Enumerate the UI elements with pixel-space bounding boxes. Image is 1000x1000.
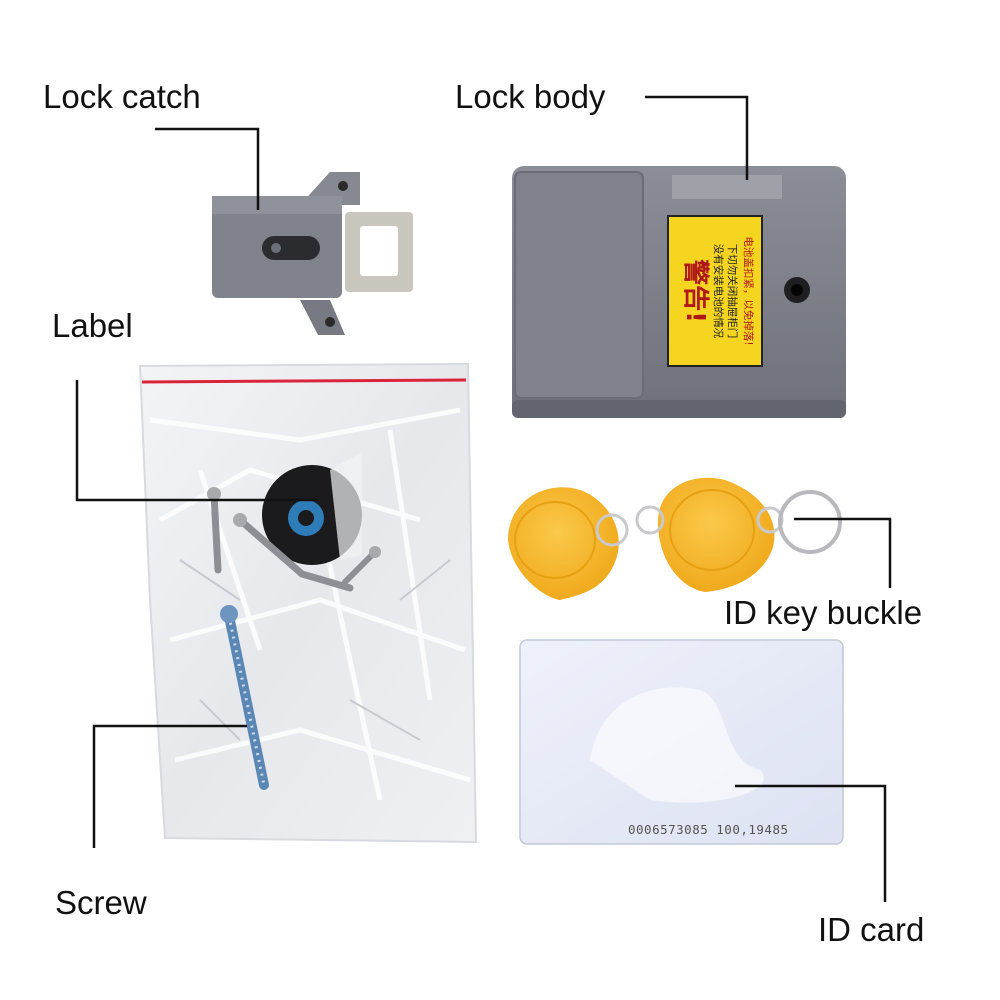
label-disc <box>262 452 362 565</box>
id-card-label: ID card <box>818 911 925 948</box>
label-callout-label: Label <box>52 307 133 344</box>
long-screw <box>220 605 269 790</box>
lock-catch <box>212 172 413 335</box>
lock-body-label: Lock body <box>455 78 606 115</box>
warning-title: 警告! <box>680 259 711 323</box>
id-key-fobs <box>508 477 842 600</box>
lock-body: 警告! 没有安装电池的情况 下切勿关闭抽屉柜门 电池盖扣紧，以免掉落! <box>512 166 846 418</box>
plastic-bag <box>138 362 478 844</box>
warning-line-2: 下切勿关闭抽屉柜门 <box>726 244 739 339</box>
warning-line-3: 电池盖扣紧，以免掉落! <box>742 236 755 345</box>
id-card <box>519 639 844 845</box>
warning-sticker: 警告! 没有安装电池的情况 下切勿关闭抽屉柜门 电池盖扣紧，以免掉落! <box>667 215 763 367</box>
lock-catch-label: Lock catch <box>43 78 201 115</box>
callout-line-lock-body <box>645 95 749 180</box>
callout-line-key-buckle <box>794 517 892 588</box>
id-card-number: 0006573085 100,19485 <box>628 822 789 837</box>
callout-line-screw <box>92 724 247 848</box>
callout-line-label <box>75 380 318 502</box>
callout-lines <box>75 95 892 902</box>
screw-label: Screw <box>55 884 147 921</box>
small-screws <box>207 487 381 592</box>
warning-line-1: 没有安装电池的情况 <box>712 244 725 339</box>
callout-line-id-card <box>735 784 887 902</box>
callout-line-lock-catch <box>155 127 260 210</box>
id-key-buckle-label: ID key buckle <box>724 594 923 631</box>
